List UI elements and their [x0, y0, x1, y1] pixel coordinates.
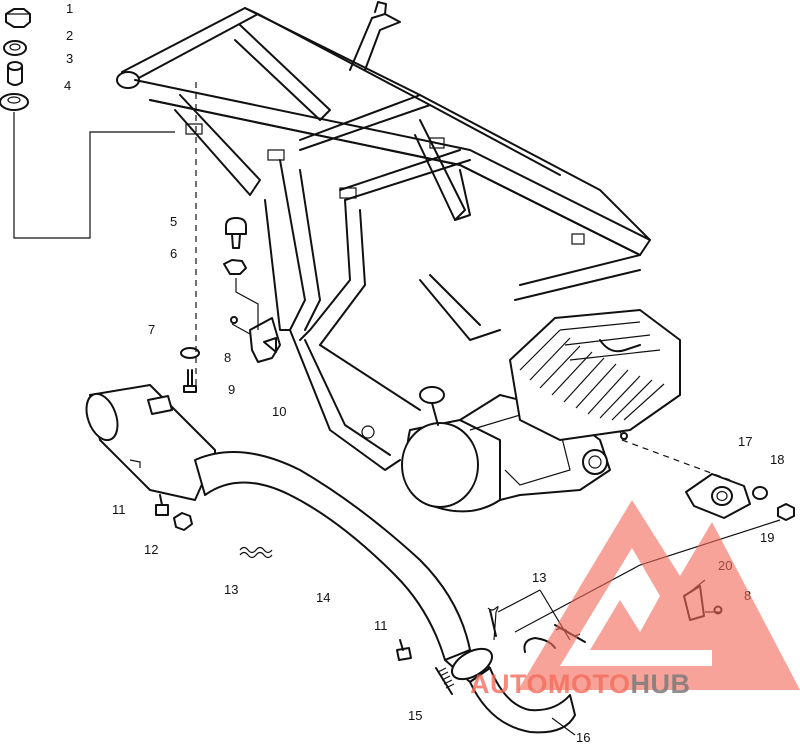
vehicle-frame: [116, 1, 651, 471]
part-label: 6: [170, 246, 177, 261]
watermark-logo-icon: [518, 500, 800, 690]
watermark-text-automoto: AUTOMOTO: [470, 669, 631, 699]
part-label: 5: [170, 214, 177, 229]
part-label: 13: [532, 570, 546, 585]
part-label: 16: [576, 730, 590, 744]
part-label: 10: [272, 404, 286, 419]
part-label: 3: [66, 51, 73, 66]
part-label: 9: [228, 382, 235, 397]
watermark: AUTOMOTOHUB: [470, 500, 800, 699]
fasteners: [0, 8, 795, 695]
part-label: 7: [148, 322, 155, 337]
part-label: 17: [738, 434, 752, 449]
part-label: 18: [770, 452, 784, 467]
part-label: 4: [64, 78, 71, 93]
engine-assembly: [401, 309, 681, 513]
part-label: 11: [374, 618, 388, 633]
part-label: 11: [112, 502, 126, 517]
svg-text:AUTOMOTOHUB: AUTOMOTOHUB: [470, 669, 691, 699]
leader-lines: [13, 82, 781, 736]
part-label: 15: [408, 708, 422, 723]
part-label: 14: [316, 590, 330, 605]
exhaust-pipe: [194, 451, 576, 734]
part-label: 8: [224, 350, 231, 365]
muffler: [85, 384, 216, 501]
part-label: 19: [760, 530, 774, 545]
part-label: 12: [144, 542, 158, 557]
part-label: 2: [66, 28, 73, 43]
part-label: 1: [66, 1, 73, 16]
watermark-text-hub: HUB: [631, 669, 691, 699]
part-label: 13: [224, 582, 238, 597]
